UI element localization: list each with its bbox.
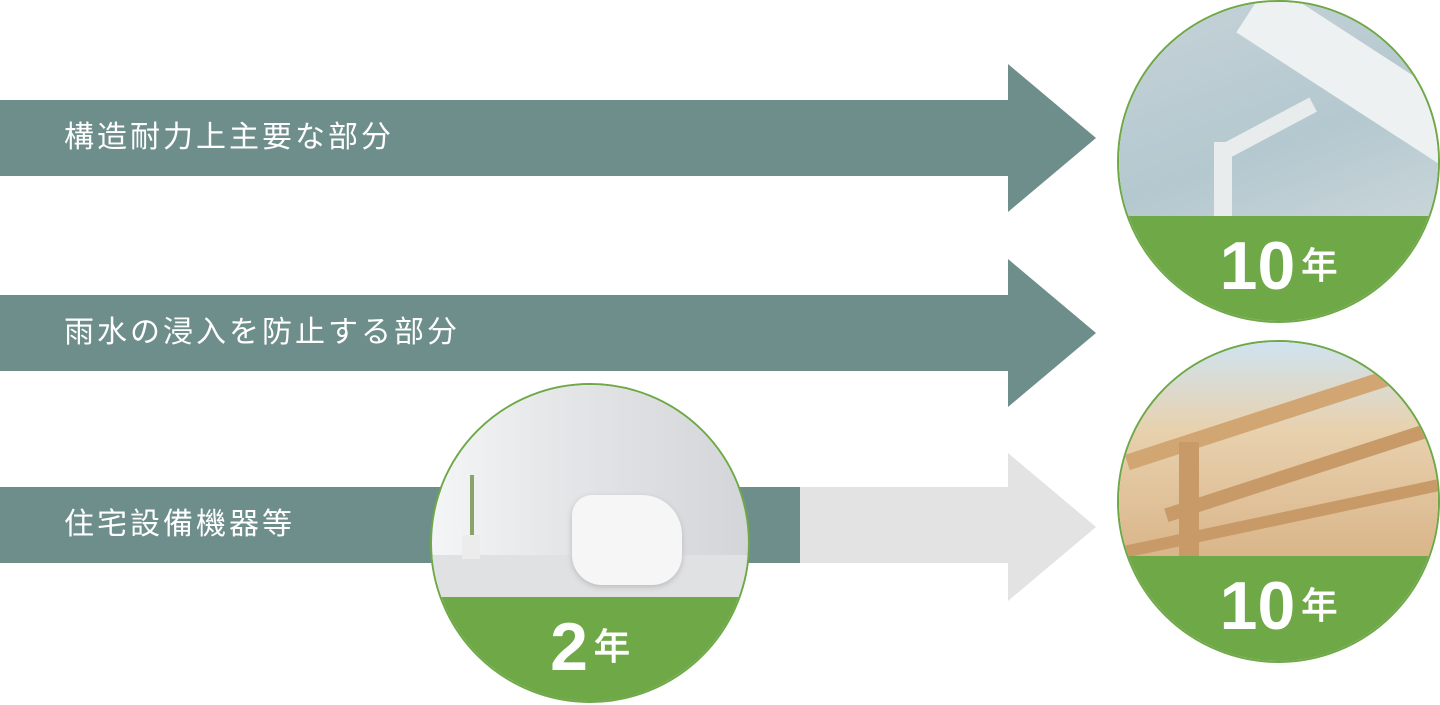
arrow-head-gray [1008, 453, 1096, 601]
badge-number: 10 [1219, 568, 1296, 644]
badge-number: 10 [1219, 228, 1296, 304]
arrow-rainwater [0, 295, 1010, 371]
arrow-head [1008, 64, 1096, 212]
toilet-photo [432, 385, 748, 603]
badge-number: 2 [550, 609, 588, 685]
badge-unit: 年 [1301, 245, 1338, 286]
wooden-frame-photo [1119, 342, 1438, 562]
rain-gutter-photo [1119, 2, 1438, 222]
arrow-head [1008, 259, 1096, 407]
row-label-rainwater: 雨水の浸入を防止する部分 [64, 315, 460, 350]
row-label-equipment: 住宅設備機器等 [64, 507, 295, 542]
arrow-structural [0, 100, 1010, 176]
badge-unit: 年 [1301, 585, 1338, 626]
badge-unit: 年 [593, 626, 630, 667]
row-label-structural: 構造耐力上主要な部分 [64, 120, 394, 155]
